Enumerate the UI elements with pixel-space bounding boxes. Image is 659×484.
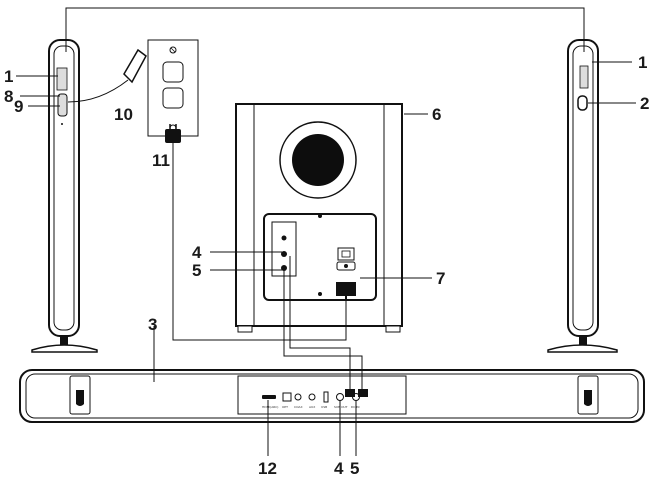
soundbar [19, 369, 645, 423]
callout-3: 3 [148, 315, 157, 334]
right-tower-speaker [547, 39, 618, 353]
callout-7: 7 [436, 269, 445, 288]
callout-4-sub: 4 [192, 243, 202, 262]
callout-5-bar: 5 [350, 459, 359, 478]
callout-11: 11 [152, 151, 170, 170]
port-label-hdmi: HDMI(ARC) [262, 405, 278, 409]
power-adapter [67, 48, 147, 103]
leader-lines [16, 61, 636, 456]
callout-1-left: 1 [4, 67, 13, 86]
callout-10: 10 [114, 105, 133, 124]
callout-8: 8 [4, 87, 13, 106]
callout-2: 2 [640, 94, 649, 113]
power-plug [165, 124, 347, 341]
sub-power-cable [283, 270, 363, 394]
callout-6: 6 [432, 105, 441, 124]
port-label-usb: USB [321, 405, 327, 409]
speaker-link-cable [65, 7, 585, 52]
callout-1-right: 1 [638, 53, 647, 72]
subwoofer [235, 103, 403, 333]
port-label-dc: DC IN [351, 405, 360, 409]
port-label-sub-out: SUB OUT [334, 405, 348, 409]
port-label-coax: COAX [294, 405, 303, 409]
port-label-opt: OPT [282, 405, 288, 409]
callout-9: 9 [14, 97, 23, 116]
left-tower-speaker [31, 39, 98, 353]
callout-4-bar: 4 [334, 459, 344, 478]
wall-outlet [147, 39, 199, 137]
callout-5-sub: 5 [192, 261, 201, 280]
callout-12: 12 [258, 459, 277, 478]
port-label-aux: AUX [309, 405, 315, 409]
